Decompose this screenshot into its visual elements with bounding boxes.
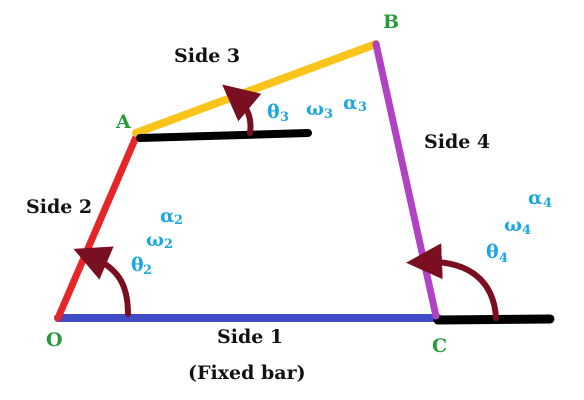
side-2-label: Side 2 [26, 196, 92, 218]
point-b-label: B [383, 11, 399, 33]
omega-4-label: ω 4 [504, 214, 531, 238]
point-c-label: C [432, 335, 447, 357]
svg-text:θ: θ [486, 241, 499, 263]
svg-text:θ: θ [267, 101, 280, 123]
svg-text:4: 4 [543, 196, 552, 211]
theta-2-arrow [73, 246, 131, 317]
svg-text:4: 4 [499, 251, 508, 266]
side-2-bar [54, 133, 140, 322]
svg-text:α: α [528, 187, 543, 209]
svg-text:2: 2 [164, 237, 173, 252]
svg-text:2: 2 [143, 263, 152, 278]
reference-line-a [136, 129, 312, 142]
theta-4-label: θ 4 [486, 241, 508, 266]
omega-3-label: ω 3 [306, 98, 333, 122]
svg-text:ω: ω [146, 229, 164, 251]
theta-3-label: θ 3 [267, 101, 289, 125]
omega-2-label: ω 2 [146, 229, 173, 252]
theta-4-arrow [406, 243, 499, 321]
side-4-label: Side 4 [424, 131, 490, 153]
svg-text:ω: ω [504, 214, 522, 236]
svg-text:θ: θ [131, 254, 144, 276]
side-1-note: (Fixed bar) [188, 362, 306, 384]
theta-2-label: θ 2 [131, 254, 152, 278]
point-o-label: O [46, 329, 63, 351]
svg-text:4: 4 [522, 223, 531, 238]
alpha-4-label: α 4 [528, 187, 552, 211]
alpha-2-label: α 2 [160, 205, 183, 228]
side-3-label: Side 3 [174, 45, 240, 67]
side-3-bar [132, 40, 380, 137]
svg-text:ω: ω [306, 98, 324, 120]
svg-text:α: α [160, 205, 175, 227]
theta-3-arrow [222, 84, 262, 136]
svg-text:3: 3 [324, 107, 333, 122]
alpha-3-label: α 3 [343, 92, 367, 115]
svg-text:3: 3 [280, 110, 289, 125]
svg-text:3: 3 [358, 100, 367, 115]
side-1-label: Side 1 [217, 326, 283, 348]
side-4-bar [372, 40, 440, 320]
point-a-label: A [115, 111, 131, 133]
svg-text:α: α [343, 92, 358, 114]
svg-text:2: 2 [174, 213, 183, 228]
